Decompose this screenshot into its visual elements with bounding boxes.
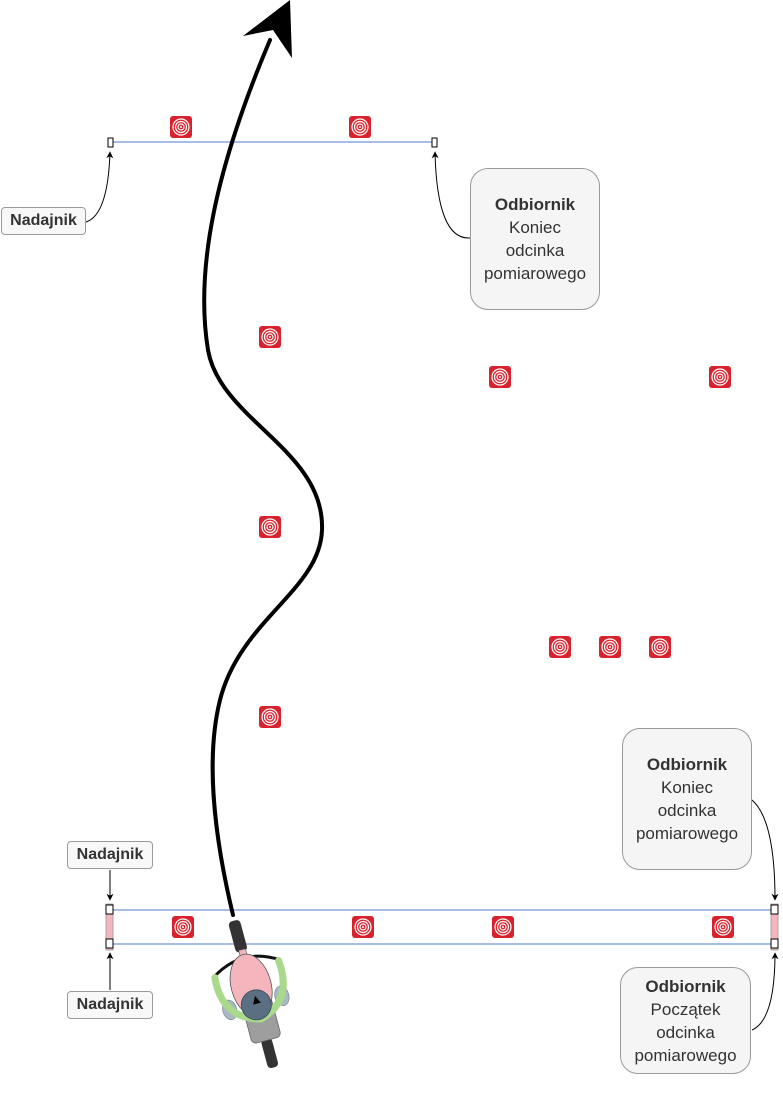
path-arrowhead-icon [243, 0, 292, 58]
sensor-icon [105, 938, 114, 949]
sensor-icon [770, 938, 779, 949]
traffic-cone-icon [352, 916, 374, 938]
receiver-callout-top: Odbiornik Koniec odcinka pomiarowego [470, 168, 600, 310]
traffic-cone-icon [259, 516, 281, 538]
rider-path [202, 38, 325, 917]
receiver-callout-line: pomiarowego [634, 1045, 737, 1065]
traffic-cone-icon [349, 116, 371, 138]
receiver-callout-line: Początek [650, 999, 721, 1019]
receiver-callout-end: Odbiornik Koniec odcinka pomiarowego [622, 728, 752, 870]
connector-arrow [751, 952, 779, 1031]
traffic-cone-icon [492, 916, 514, 938]
receiver-callout-start: Odbiornik Początek odcinka pomiarowego [620, 967, 751, 1074]
traffic-cone-icon [649, 636, 671, 658]
connector-arrow [751, 799, 779, 901]
transmitter-label-bottom-upper: Nadajnik [67, 841, 153, 869]
receiver-callout-title: Odbiornik [646, 755, 728, 774]
traffic-cone-icon [170, 116, 192, 138]
traffic-cone-icon [489, 366, 511, 388]
receiver-post [770, 903, 779, 951]
receiver-callout-line: Koniec [509, 218, 561, 237]
sensor-icon [105, 904, 114, 915]
receiver-callout-line: Koniec [661, 778, 713, 797]
transmitter-label-bottom-lower: Nadajnik [67, 991, 153, 1019]
transmitter-label-top: Nadajnik [1, 207, 86, 235]
receiver-callout-line: pomiarowego [635, 824, 739, 843]
traffic-cone-icon [712, 916, 734, 938]
traffic-cone-icon [172, 916, 194, 938]
connector-arrow [431, 151, 471, 239]
receiver-callout-title: Odbiornik [645, 976, 726, 996]
traffic-cone-icon [259, 706, 281, 728]
sensor-icon [107, 137, 114, 148]
transmitter-post [105, 903, 114, 951]
traffic-cone-icon [259, 326, 281, 348]
connector-arrow [85, 151, 114, 223]
sensor-icon [431, 137, 438, 148]
receiver-callout-title: Odbiornik [494, 195, 576, 214]
traffic-cone-icon [709, 366, 731, 388]
receiver-callout-line: odcinka [505, 241, 565, 260]
receiver-callout-line: pomiarowego [483, 264, 587, 283]
sensor-icon [770, 904, 779, 915]
receiver-callout-line: odcinka [656, 1022, 715, 1042]
traffic-cone-icon [549, 636, 571, 658]
motorcycle-rider-icon [211, 920, 290, 1069]
receiver-callout-line: odcinka [657, 801, 717, 820]
traffic-cone-icon [599, 636, 621, 658]
